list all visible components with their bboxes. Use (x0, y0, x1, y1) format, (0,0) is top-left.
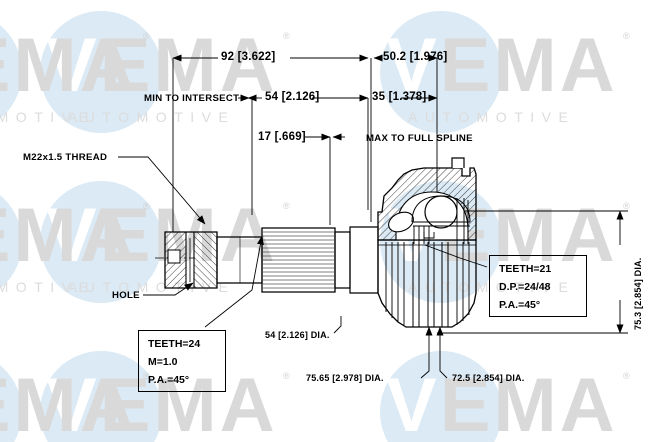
threaded-end (164, 231, 218, 289)
spec-shaft-pressure-angle: P.A.=45° (148, 374, 190, 386)
label-min-to-intersect: MIN TO INTERSECT (144, 93, 240, 104)
dimension-outer-dia-vertical: 75.3 [2.854] DIA. (633, 257, 643, 330)
spec-box-joint: TEETH=21 D.P.=24/48 P.A.=45° (489, 255, 587, 317)
spec-shaft-teeth: TEETH=24 (148, 338, 201, 350)
spec-shaft-module: M=1.0 (148, 356, 178, 368)
spec-joint-diametral-pitch: D.P.=24/48 (499, 281, 551, 293)
spec-box-shaft: TEETH=24 M=1.0 P.A.=45° (138, 330, 226, 392)
label-max-to-full-spline: MAX TO FULL SPLINE (366, 133, 473, 144)
spec-joint-teeth: TEETH=21 (499, 263, 552, 275)
spline-section (261, 227, 336, 293)
dimension-bell-dia-large: 75.65 [2.978] DIA. (306, 373, 384, 383)
dimension-bell-dia-small: 72.5 [2.854] DIA. (452, 373, 525, 383)
callout-hole: HOLE (112, 290, 140, 301)
dimension-mid-left: 54 [2.126] (265, 91, 320, 103)
callout-thread: M22x1.5 THREAD (23, 152, 108, 163)
extension-lines (172, 58, 438, 232)
dimension-small-left: 17 [.669] (258, 131, 306, 143)
spec-joint-pressure-angle: P.A.=45° (499, 299, 541, 311)
dimension-overall-right: 50.2 [1.976] (383, 51, 448, 63)
dimension-mid-right: 35 [1.378] (372, 91, 427, 103)
dimension-overall-left: 92 [3.622] (221, 51, 276, 63)
dimension-shaft-dia: 54 [2.126] DIA. (265, 330, 330, 340)
